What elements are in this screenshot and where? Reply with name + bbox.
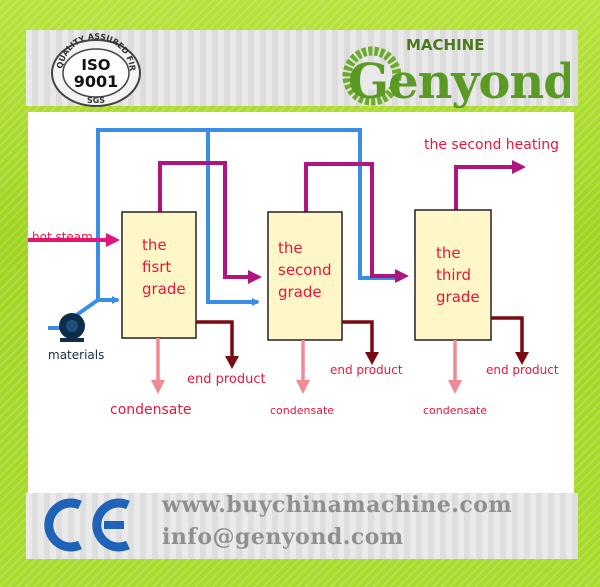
ce-mark-text: CE (36, 497, 38, 498)
stage-3-line-2: third (436, 266, 471, 284)
brand-name-text: Genyond (348, 54, 570, 108)
stage-1-line-3: grade (142, 280, 186, 298)
stage-2-line-1: the (278, 239, 303, 257)
brand-top-text: MACHINE (406, 36, 484, 54)
iso-sgs: SGS (87, 96, 105, 105)
end-product-lines (196, 316, 524, 360)
condensate-label-3: condensate (423, 404, 487, 417)
stage-3-line-3: grade (436, 288, 480, 306)
end-product-label-1: end product (187, 372, 266, 387)
condensate-arrowheads (151, 380, 462, 394)
vapor-flow-lines (158, 160, 526, 284)
iso-number: 9001 (74, 72, 119, 91)
condensate-label-1: condensate (110, 402, 191, 418)
condensate-label-2: condensate (270, 404, 334, 417)
stage-1-line-1: the (142, 236, 167, 254)
iso-label: ISO (81, 56, 110, 74)
stage-2-line-3: grade (278, 283, 322, 301)
stage-2-line-2: second (278, 261, 332, 279)
ce-mark-icon: CE (36, 497, 130, 552)
hot-steam-label: hot steam (32, 230, 93, 244)
stage-3-line-1: the (436, 244, 461, 262)
second-heating-label: the second heating (424, 137, 559, 153)
stage-1-line-2: fisrt (142, 258, 171, 276)
condensate-lines (156, 338, 457, 384)
email-text: info@genyond.com (162, 524, 404, 550)
material-pump-icon (59, 313, 85, 342)
stage-vessel-3: the third grade (414, 209, 492, 341)
end-product-arrowheads (225, 352, 529, 369)
end-product-label-2: end product (330, 363, 403, 377)
genyond-logo-icon: MACHINE Genyond (342, 36, 570, 108)
stage-vessel-2: the second grade (267, 211, 343, 341)
end-product-label-3: end product (486, 363, 559, 377)
website-text: www.buychinamachine.com (162, 492, 513, 518)
stage-vessel-1: the fisrt grade (121, 211, 197, 339)
iso-9001-seal-icon: QUALITY ASSURED FIRM ISO 9001 SGS (48, 33, 141, 107)
materials-label: materials (48, 348, 104, 362)
